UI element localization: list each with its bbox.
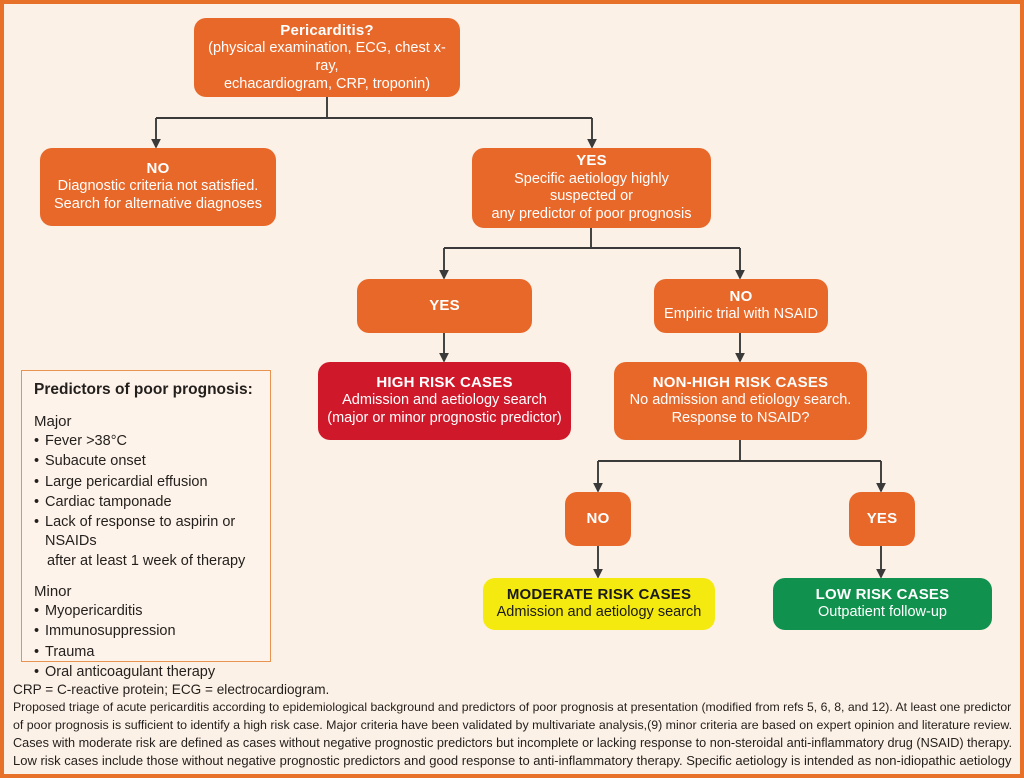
list-item: Myopericarditis — [34, 602, 258, 622]
list-item: Immunosuppression — [34, 622, 258, 642]
predictors-legend-box: Predictors of poor prognosis: Major Feve… — [21, 370, 271, 682]
list-item: Trauma — [34, 643, 258, 663]
predictors-minor-list: Myopericarditis Immunosuppression Trauma… — [34, 602, 258, 682]
node-no-empiric-title: NO — [729, 288, 753, 305]
predictors-major-label: Major — [34, 413, 72, 430]
node-low-risk-line1: Outpatient follow-up — [818, 604, 947, 621]
node-yes-response-title: YES — [866, 509, 898, 527]
node-no-response[interactable]: NO — [565, 492, 631, 546]
predictors-major-list: Fever >38°C Subacute onset Large pericar… — [34, 432, 258, 571]
node-no-diagnostic-line2: Search for alternative diagnoses — [54, 196, 262, 213]
predictors-major-item-3: Cardiac tamponade — [45, 493, 172, 510]
caption-line-1: CRP = C-reactive protein; ECG = electroc… — [13, 682, 330, 697]
node-moderate-risk-line1: Admission and aetiology search — [496, 604, 702, 621]
node-non-high-risk-line2: Response to NSAID? — [671, 410, 810, 427]
node-low-risk[interactable]: LOW RISK CASES Outpatient follow-up — [773, 578, 992, 630]
node-non-high-risk-title: NON-HIGH RISK CASES — [652, 374, 829, 392]
node-no-diagnostic[interactable]: NO Diagnostic criteria not satisfied. Se… — [40, 148, 276, 226]
node-pericarditis-title: Pericarditis? — [280, 21, 374, 39]
caption-line-2: Proposed triage of acute pericarditis ac… — [13, 700, 1012, 715]
predictors-major-item-4: Lack of response to aspirin or NSAIDs — [45, 514, 236, 550]
node-non-high-risk-line1: No admission and etiology search. — [629, 392, 852, 409]
predictors-minor-item-1: Immunosuppression — [45, 623, 176, 640]
caption-line-4: Cases with moderate risk are defined as … — [13, 736, 1013, 751]
list-item: Subacute onset — [34, 452, 258, 472]
node-yes-plain[interactable]: YES — [357, 279, 532, 333]
predictors-header: Predictors of poor prognosis: — [34, 381, 253, 398]
list-item: Lack of response to aspirin or NSAIDs af… — [34, 513, 258, 571]
node-high-risk[interactable]: HIGH RISK CASES Admission and aetiology … — [318, 362, 571, 440]
node-no-response-title: NO — [586, 509, 610, 527]
caption-line-3: of poor prognosis is sufficient to ident… — [13, 717, 1013, 732]
node-yes-specific[interactable]: YES Specific aetiology highly suspected … — [472, 148, 711, 228]
node-non-high-risk[interactable]: NON-HIGH RISK CASES No admission and eti… — [614, 362, 867, 440]
list-item: Large pericardial effusion — [34, 473, 258, 493]
list-item: Oral anticoagulant therapy — [34, 663, 258, 683]
predictors-major-item-0: Fever >38°C — [45, 433, 127, 449]
predictors-minor-label: Minor — [34, 582, 72, 600]
predictors-minor-item-0: Myopericarditis — [45, 602, 143, 619]
flowchart-connectors — [151, 97, 886, 579]
node-yes-plain-title: YES — [429, 296, 460, 314]
node-high-risk-line1: Admission and aetiology search — [342, 392, 547, 409]
node-no-diagnostic-title: NO — [146, 160, 170, 178]
node-moderate-risk-title: MODERATE RISK CASES — [506, 586, 692, 603]
list-item: Fever >38°C — [34, 432, 258, 452]
caption-line-5: Low risk cases include those without neg… — [13, 753, 1012, 769]
node-pericarditis[interactable]: Pericarditis? (physical examination, ECG… — [194, 18, 460, 97]
node-no-diagnostic-line1: Diagnostic criteria not satisfied. — [57, 178, 259, 195]
predictors-major-item-1: Subacute onset — [45, 453, 146, 470]
node-pericarditis-line1: (physical examination, ECG, chest x-ray, — [208, 40, 446, 74]
node-low-risk-title: LOW RISK CASES — [815, 586, 950, 603]
predictors-major-item-2: Large pericardial effusion — [45, 473, 208, 490]
predictors-minor-item-2: Trauma — [45, 643, 95, 660]
node-yes-specific-title: YES — [576, 152, 607, 170]
node-high-risk-title: HIGH RISK CASES — [376, 374, 513, 392]
node-yes-response[interactable]: YES — [849, 492, 915, 546]
list-item: Cardiac tamponade — [34, 493, 258, 513]
node-yes-specific-line1: Specific aetiology highly suspected or — [514, 170, 669, 205]
node-high-risk-line2: (major or minor prognostic predictor) — [327, 410, 562, 427]
node-moderate-risk[interactable]: MODERATE RISK CASES Admission and aetiol… — [483, 578, 715, 630]
node-yes-specific-line2: any predictor of poor prognosis — [491, 205, 692, 222]
node-pericarditis-line2: echacardiogram, CRP, troponin) — [223, 75, 431, 92]
node-no-empiric[interactable]: NO Empiric trial with NSAID — [654, 279, 828, 333]
predictors-major-item-4-continuation: after at least 1 week of therapy — [47, 552, 246, 569]
node-no-empiric-line1: Empiric trial with NSAID — [664, 306, 818, 323]
figure-caption: CRP = C-reactive protein; ECG = electroc… — [13, 680, 1019, 771]
predictors-minor-item-3: Oral anticoagulant therapy — [45, 663, 216, 680]
